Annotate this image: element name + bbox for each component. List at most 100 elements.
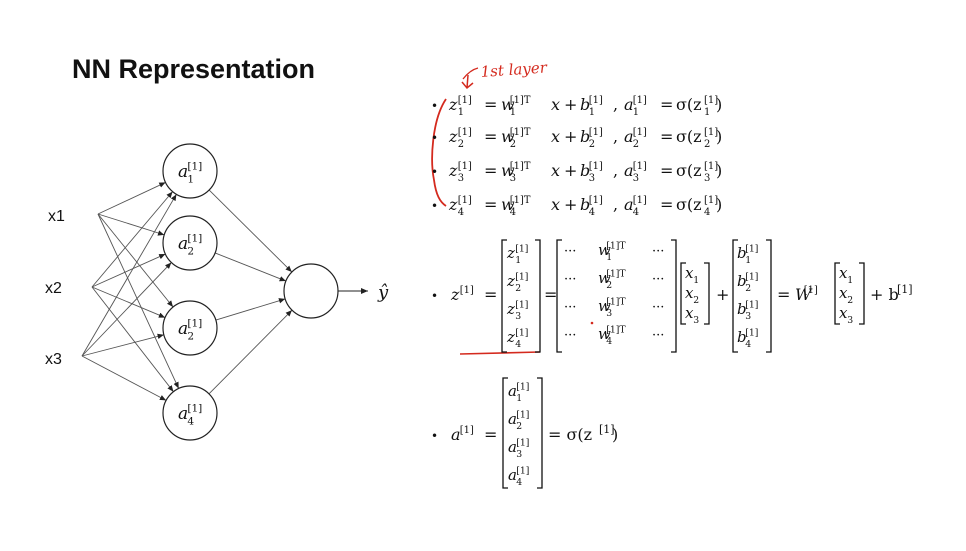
b-vector-entry-2-sup: [1] bbox=[745, 271, 758, 282]
annotation-underline bbox=[459, 351, 541, 355]
equation-row-2-eq2: = bbox=[660, 127, 673, 146]
equation-row-3-bullet: • bbox=[431, 165, 438, 179]
equation-row-1-bullet: • bbox=[431, 99, 438, 113]
z-vector-entry-4: z[1]4 bbox=[506, 327, 528, 350]
input-label-x3: x3 bbox=[45, 351, 62, 368]
equation-row-4-b-base: b bbox=[580, 195, 590, 214]
hidden-node-3-label-base: a bbox=[178, 319, 188, 339]
annotation-hook bbox=[462, 67, 479, 80]
w-matrix-row-3-w-sub: 3 bbox=[606, 308, 612, 319]
vector-eq-b-plain: + b bbox=[870, 285, 899, 304]
equation-row-1-plus: + bbox=[564, 95, 577, 114]
equation-row-2-sigma: σ(z bbox=[676, 127, 702, 146]
edge-x2-h4 bbox=[91, 286, 174, 392]
equation-row-2-b-sub: 2 bbox=[589, 139, 595, 150]
hidden-node-3-label: a[1]2 bbox=[178, 317, 202, 342]
x-vector2-bracket-left bbox=[834, 262, 840, 325]
equation-row-4-sigma: σ(z bbox=[676, 195, 702, 214]
w-matrix-row-4-dots-right: ··· bbox=[652, 328, 664, 343]
w-matrix-row-3-w-sup: [1]T bbox=[606, 296, 626, 307]
a-vector-bracket-right bbox=[537, 377, 543, 489]
w-matrix-row-1-dots-left: ··· bbox=[564, 244, 576, 259]
equation-row-3-a: a[1]3 bbox=[624, 161, 647, 184]
equation-row-4-plus: + bbox=[564, 195, 577, 214]
equation-row-3-eq: = bbox=[484, 161, 497, 180]
equation-row-1-z-base: z bbox=[448, 95, 458, 114]
b-vector-entry-3-base: b bbox=[737, 300, 747, 318]
equation-row-1-z: z[1]1 bbox=[448, 95, 472, 118]
vector-eq-eq1: = bbox=[484, 285, 497, 304]
equation-row-1-sigma-sub: 1 bbox=[704, 107, 710, 118]
z-vector-entry-3-base: z bbox=[506, 300, 515, 318]
equation-row-3-z-sup: [1] bbox=[458, 161, 472, 172]
z-vector-entry-2-sup: [1] bbox=[515, 271, 528, 282]
b-vector-entry-4: b[1]4 bbox=[737, 327, 758, 350]
z-vector-entry-1-base: z bbox=[506, 244, 515, 262]
z-vector-entry-3-sub: 3 bbox=[515, 311, 521, 322]
w-matrix-row-1-w: w[1]T1 bbox=[598, 240, 626, 263]
w-matrix-row-4-w-sub: 4 bbox=[606, 336, 612, 347]
equation-row-4-w-sup: [1]T bbox=[510, 195, 531, 206]
z-vector-bracket-left bbox=[501, 239, 507, 353]
vector-eq-W: W[1] bbox=[795, 285, 818, 304]
z-vector-entry-4-sub: 4 bbox=[515, 339, 521, 350]
equation-row-1-comma: , bbox=[613, 95, 618, 114]
activation-eq-lhs-base: a bbox=[451, 425, 461, 444]
a-vector-entry-4-sub: 4 bbox=[516, 477, 522, 488]
edge-h2-out bbox=[214, 252, 287, 282]
vector-eq-plus: + bbox=[716, 285, 729, 304]
z-vector-bracket-right bbox=[535, 239, 541, 353]
a-vector-entry-2-base: a bbox=[508, 410, 517, 428]
equation-row-3-b-sub: 3 bbox=[589, 173, 595, 184]
annotation-text: 1st layer bbox=[480, 58, 548, 81]
b-vector-entry-1-sub: 1 bbox=[745, 255, 751, 266]
b-vector-entry-4-base: b bbox=[737, 328, 747, 346]
hidden-node-1 bbox=[162, 143, 218, 199]
b-vector-entry-4-sup: [1] bbox=[745, 327, 758, 338]
output-label-yhat: ŷ bbox=[377, 282, 389, 303]
w-matrix-row-3-w: w[1]T3 bbox=[598, 296, 626, 319]
z-vector-entry-2-base: z bbox=[506, 272, 515, 290]
hidden-node-1-label-sup: [1] bbox=[187, 160, 202, 172]
b-vector-entry-2-sub: 2 bbox=[745, 283, 751, 294]
w-matrix-bracket-left bbox=[556, 239, 562, 353]
annotation-arrow bbox=[461, 74, 474, 90]
x-vector-entry-2-sub: 2 bbox=[693, 295, 699, 306]
equation-row-1-close: ) bbox=[716, 95, 722, 114]
equation-row-2-w-sup: [1]T bbox=[510, 127, 531, 138]
edge-x1-h2 bbox=[97, 213, 165, 236]
equation-row-2-a-base: a bbox=[624, 127, 634, 146]
x-vector-entry-3-base: x bbox=[685, 304, 694, 322]
input-label-x1: x1 bbox=[48, 208, 65, 225]
a-vector-entry-4-base: a bbox=[508, 466, 517, 484]
vector-eq-W-base: W bbox=[795, 285, 813, 304]
a-vector-entry-1-base: a bbox=[508, 382, 517, 400]
z-vector-entry-1-sup: [1] bbox=[515, 243, 528, 254]
equation-row-4-z-sup: [1] bbox=[458, 195, 472, 206]
equation-row-3-b-sup: [1] bbox=[589, 161, 603, 172]
equation-row-2-sigma-sup: [1] bbox=[704, 127, 718, 138]
vector-eq-W-sup: [1] bbox=[804, 285, 818, 296]
equation-row-1-eq2: = bbox=[660, 95, 673, 114]
equation-row-1-a-sup: [1] bbox=[633, 95, 647, 106]
w-matrix-row-1-w-base: w bbox=[598, 241, 611, 259]
equation-row-1-x: x bbox=[551, 95, 560, 114]
b-vector-entry-1-base: b bbox=[737, 244, 747, 262]
equation-row-2-b-sup: [1] bbox=[589, 127, 603, 138]
z-vector-entry-2-sub: 2 bbox=[515, 283, 521, 294]
equation-row-3-w-sup: [1]T bbox=[510, 161, 531, 172]
edge-x3-h3 bbox=[81, 333, 164, 357]
x-vector-entry-1-base: x bbox=[685, 264, 694, 282]
equation-row-1-b-sub: 1 bbox=[589, 107, 595, 118]
z-vector-entry-4-sup: [1] bbox=[515, 327, 528, 338]
equation-row-4-sigma-sub: 4 bbox=[704, 207, 710, 218]
a-vector-entry-3-sub: 3 bbox=[516, 449, 522, 460]
w-matrix-row-1-w-sup: [1]T bbox=[606, 240, 626, 251]
w-matrix-row-4-dots-left: ··· bbox=[564, 328, 576, 343]
equation-row-2-a: a[1]2 bbox=[624, 127, 647, 150]
vector-eq-bullet: • bbox=[431, 289, 438, 303]
equation-row-4-eq: = bbox=[484, 195, 497, 214]
equation-row-1-eq: = bbox=[484, 95, 497, 114]
